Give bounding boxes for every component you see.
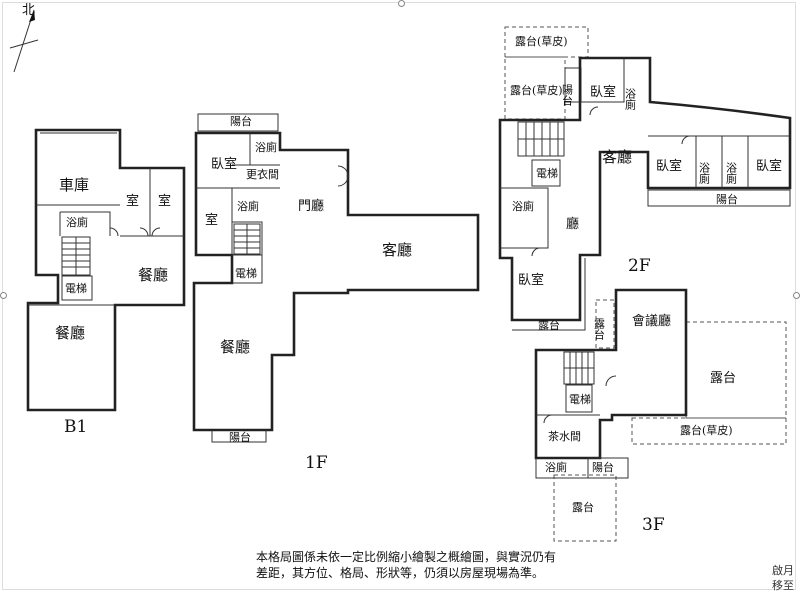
2f-terrace-label: 露台(草皮) [515, 34, 568, 48]
3f-bath-label: 浴廁 [545, 460, 567, 474]
resize-handle-left[interactable] [0, 292, 7, 299]
resize-handle-top[interactable] [398, 0, 405, 7]
north-arrow-icon: 北 [9, 3, 39, 73]
floor-label-b1: B1 [64, 417, 87, 437]
1f-stairs [233, 223, 261, 255]
3f-pantry-label: 茶水間 [548, 430, 581, 443]
2f-bedroom-label: 臥室 [590, 84, 616, 100]
floor-label-3f: 3F [642, 515, 665, 535]
b1-dining-label: 餐廳 [55, 324, 85, 342]
1f-bath-label: 浴廁 [255, 140, 277, 154]
2f-elevator-label: 電梯 [536, 167, 558, 180]
1f-elevator-label: 電梯 [235, 267, 257, 280]
2f-bath-label: 浴廁 [698, 162, 711, 185]
1f-balcony-label: 陽台 [230, 114, 252, 128]
2f-bedroom-label: 臥室 [756, 158, 782, 174]
2f-balcony-label: 陽台 [561, 84, 574, 106]
corner-text: 移至 [772, 579, 794, 592]
b1-stairs [61, 236, 91, 276]
3f-meeting-hall-label: 會議廳 [632, 313, 671, 329]
3f-elevator-label: 電梯 [569, 393, 591, 406]
3f-stairs [563, 351, 595, 385]
2f-living-label: 客廳 [602, 148, 632, 166]
1f-bedroom-label: 臥室 [211, 156, 237, 172]
1f-bath-label: 浴廁 [237, 199, 259, 213]
3f-terrace-label: 露台 [593, 318, 606, 340]
2f-bath-label: 浴廁 [512, 199, 534, 213]
floor-label-2f: 2F [628, 256, 651, 276]
disclaimer-note: 本格局圖係未依一定比例縮小繪製之概繪圖，與實況仍有差距，其方位、格局、形狀等，仍… [256, 550, 557, 580]
3f-balcony-label: 陽台 [592, 460, 614, 474]
1f-closet-label: 更衣間 [246, 167, 279, 181]
1f-foyer-label: 門廳 [298, 198, 324, 214]
2f-terrace-label: 露台(草皮) [510, 83, 563, 97]
1f-dining-label: 餐廳 [220, 338, 250, 356]
2f-bath-label: 浴廁 [725, 162, 738, 185]
b1-dining-label: 餐廳 [138, 266, 168, 284]
b1-room-label: 室 [126, 193, 139, 209]
2f-hall-label: 廳 [566, 216, 579, 232]
compass-label: 北 [22, 3, 35, 18]
2f-terrace-label: 露台 [538, 318, 560, 332]
b1-garage-label: 車庫 [59, 176, 89, 194]
floor-2f: 露台(草皮) 陽台 臥室 浴廁 露台(草皮) 客廳 臥室 浴廁 浴廁 臥室 陽台… [498, 26, 792, 332]
3f-terrace-label: 露台 [572, 500, 594, 514]
2f-balcony-label: 陽台 [716, 192, 738, 206]
3f-terrace-label: 露台 [710, 371, 736, 386]
3f-terrace-label: 露台(草皮) [680, 423, 733, 437]
corner-text: 啟月 [772, 564, 794, 577]
floor-3f: 露台 會議廳 電梯 露台 露台(草皮) 茶水間 浴廁 陽台 露台 3F [534, 288, 787, 542]
floor-label-1f: 1F [305, 453, 328, 473]
b1-elevator-label: 電梯 [65, 282, 87, 295]
1f-balcony-label: 陽台 [229, 430, 251, 444]
2f-bath-label: 浴廁 [624, 88, 637, 111]
2f-bedroom-label: 臥室 [656, 158, 682, 174]
1f-room-label: 室 [205, 212, 218, 228]
floor-1f: 陽台 臥室 浴廁 更衣間 室 浴廁 門廳 客廳 電梯 餐廳 陽台 1F [192, 113, 480, 473]
floor-b1: 車庫 室 室 浴廁 電梯 餐廳 餐廳 B1 [26, 128, 186, 437]
2f-stairs [517, 121, 565, 157]
2f-bedroom-label: 臥室 [518, 272, 544, 288]
b1-bath-label: 浴廁 [66, 215, 88, 229]
b1-room-label: 室 [158, 193, 171, 209]
1f-living-label: 客廳 [382, 241, 412, 259]
resize-handle-right[interactable] [793, 292, 800, 299]
